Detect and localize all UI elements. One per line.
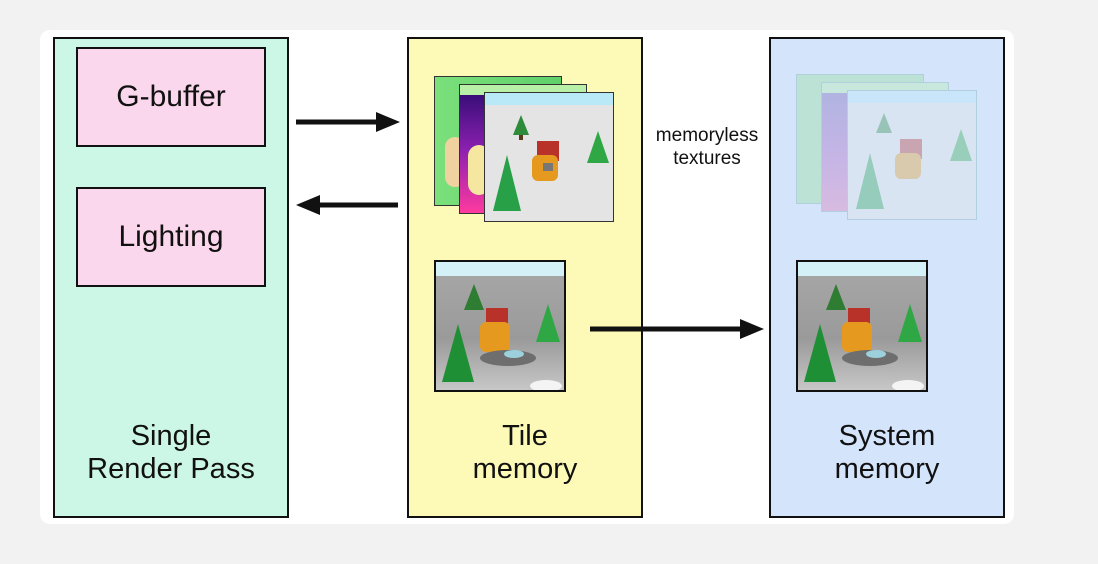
gbuffer-label: G-buffer xyxy=(116,80,226,113)
stored-scene-icon xyxy=(804,284,924,390)
lit-scene-icon xyxy=(442,284,562,390)
lighting-stage: Lighting xyxy=(76,187,266,287)
scene-icon xyxy=(493,115,609,211)
render-pass-label: Single Render Pass xyxy=(87,420,255,485)
arrow-to-system-icon xyxy=(590,319,764,339)
tile-final-render xyxy=(434,260,566,392)
arrow-to-tile-icon xyxy=(296,112,400,132)
faded-sheet-albedo xyxy=(796,74,924,204)
tile-memory-label: Tile memory xyxy=(472,420,578,485)
gbuffer-stage: G-buffer xyxy=(76,47,266,147)
system-final-render xyxy=(796,260,928,392)
arrow-from-tile-icon xyxy=(296,195,398,215)
faded-sheet-normal xyxy=(821,82,949,212)
lighting-label: Lighting xyxy=(118,220,224,253)
memoryless-textures-label: memoryless textures xyxy=(655,125,759,169)
system-memory-label: System memory xyxy=(834,420,940,485)
faded-sheet-depth xyxy=(847,90,977,220)
texture-sheet-depth xyxy=(484,92,614,222)
